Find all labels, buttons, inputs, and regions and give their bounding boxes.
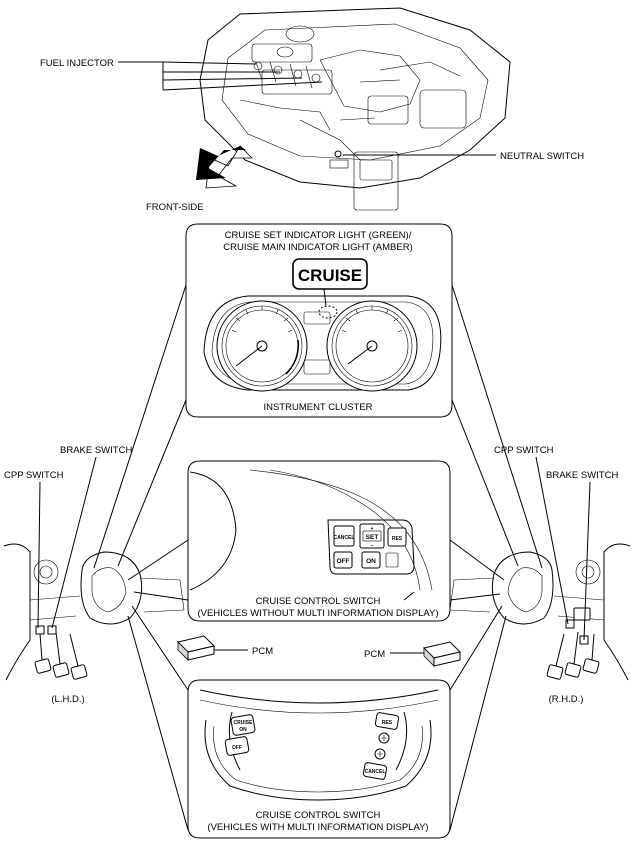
switch-mid-label-line2: (VEHICLES WITH MULTI INFORMATION DISPLAY… <box>207 822 428 833</box>
set-adjust-icon <box>381 735 387 741</box>
cruise-indicator-text: CRUISE <box>298 266 362 285</box>
cruise-indicator-leader <box>323 288 327 307</box>
rhd-label: (R.H.D.) <box>549 694 584 705</box>
res-switch[interactable]: RES <box>387 527 407 547</box>
mid-cancel-switch-label: CANCEL <box>365 769 386 775</box>
brake-switch-rhd-label: BRAKE SWITCH <box>546 470 618 481</box>
switch-no-mid-label-line1: CRUISE CONTROL SWITCH <box>256 596 381 607</box>
cancel-switch-label: CANCEL <box>334 535 355 541</box>
engine-bay-illustration <box>199 7 511 211</box>
pcm-rhd-unit <box>423 641 461 667</box>
brake-switch-lhd-label: BRAKE SWITCH <box>60 445 132 456</box>
mid-off-switch-label: OFF <box>232 745 242 751</box>
brake-switch-lhd-leader <box>51 456 97 629</box>
set-switch[interactable]: + SET – <box>359 523 385 549</box>
pcm-lhd-label: PCM <box>252 646 273 657</box>
mid-cancel-switch[interactable]: CANCEL <box>362 762 388 780</box>
pcm-lhd-unit <box>177 635 215 661</box>
front-side-arrow <box>196 145 253 189</box>
set-adjust-icon-2 <box>377 751 383 757</box>
cpp-switch-lhd-leader <box>37 481 41 629</box>
switch-no-mid-leader <box>403 591 415 601</box>
set-minus-label: – <box>371 543 374 549</box>
cancel-switch[interactable]: CANCEL <box>333 525 355 547</box>
cruise-on-switch[interactable]: CRUISE ON <box>230 714 256 736</box>
on-switch-label: ON <box>366 558 376 565</box>
res-switch-label: RES <box>392 536 403 542</box>
switch-mid-callout <box>187 679 451 839</box>
brake-switch-rhd-leader <box>583 481 591 641</box>
set-switch-label: SET <box>366 534 379 541</box>
neutral-switch-label: NEUTRAL SWITCH <box>500 151 584 162</box>
blank-switch <box>385 552 399 568</box>
lhd-dashboard-illustration <box>3 543 185 681</box>
cruise-on-label-line1: CRUISE <box>234 720 254 726</box>
cpp-switch-lhd-label: CPP SWITCH <box>4 470 64 481</box>
switch-no-mid-wedges <box>127 539 505 601</box>
indicator-light-label-line2: CRUISE MAIN INDICATOR LIGHT (AMBER) <box>223 242 413 253</box>
cluster-callout-leaders <box>93 284 543 569</box>
mid-set-plus-switch[interactable] <box>374 748 386 760</box>
instrument-cluster <box>203 295 442 392</box>
indicator-location-mark <box>318 305 338 319</box>
cruise-indicator-box <box>292 258 368 290</box>
mid-res-switch[interactable]: RES <box>374 712 400 730</box>
switch-mid-label-line1: CRUISE CONTROL SWITCH <box>256 810 381 821</box>
pcm-rhd-label: PCM <box>364 649 385 660</box>
indicator-light-label-line1: CRUISE SET INDICATOR LIGHT (GREEN)/ <box>225 230 412 241</box>
switch-no-mid-callout <box>187 460 451 622</box>
front-side-label: FRONT-SIDE <box>146 202 204 213</box>
cpp-switch-rhd-leader <box>535 456 569 625</box>
rhd-dashboard-illustration <box>449 543 631 681</box>
steering-wheel-spoke-detail <box>189 469 433 591</box>
switch-no-mid-label-line2: (VEHICLES WITHOUT MULTI INFORMATION DISP… <box>197 608 438 619</box>
set-plus-label: + <box>371 526 374 532</box>
on-switch[interactable]: ON <box>361 551 381 569</box>
off-switch-label: OFF <box>337 558 350 565</box>
mid-res-switch-label: RES <box>382 720 393 726</box>
lhd-label: (L.H.D.) <box>51 694 84 705</box>
cruise-on-label-line2: ON <box>239 727 247 733</box>
fuel-injector-leaders <box>118 61 323 91</box>
cpp-switch-rhd-label: CPP SWITCH <box>494 445 554 456</box>
mid-off-switch[interactable]: OFF <box>224 736 250 756</box>
switch-mid-leaders <box>127 605 507 831</box>
instrument-cluster-label: INSTRUMENT CLUSTER <box>263 402 372 413</box>
instrument-cluster-callout <box>185 223 453 418</box>
mid-set-minus-switch[interactable] <box>378 732 390 744</box>
fuel-injector-label: FUEL INJECTOR <box>40 58 114 69</box>
off-switch[interactable]: OFF <box>333 551 353 569</box>
